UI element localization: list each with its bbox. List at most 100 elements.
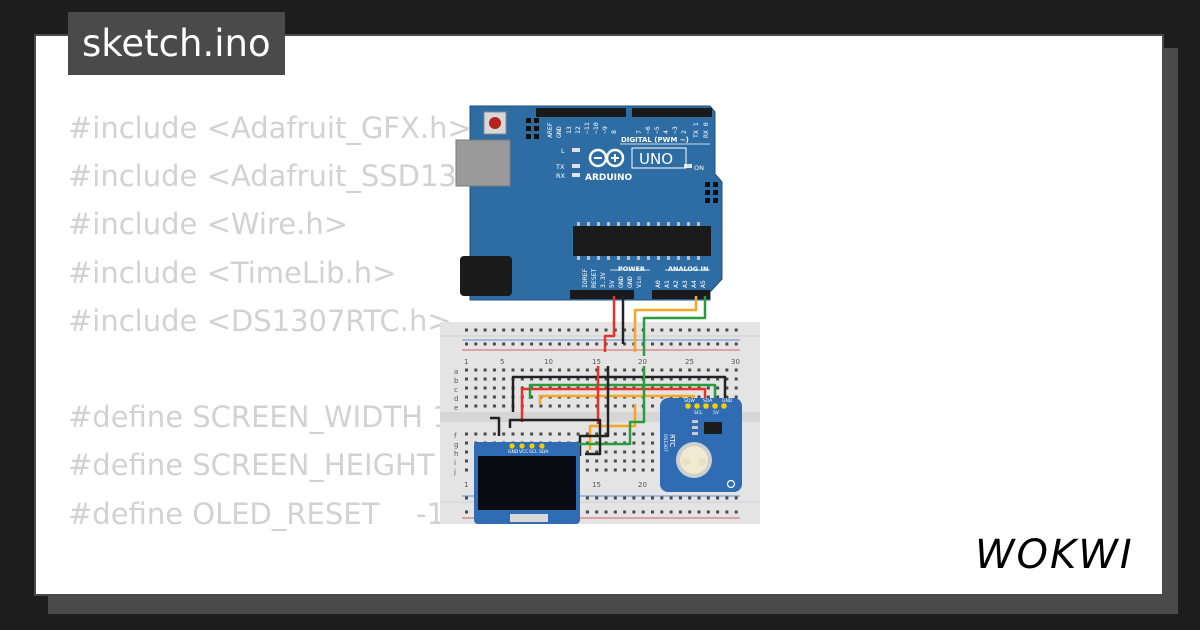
analog-pin-label: A5 [699, 280, 707, 288]
usb-port [455, 139, 511, 187]
breadboard-hole [697, 377, 701, 381]
breadboard-hole [595, 328, 599, 332]
wokwi-brand-text: WOKWI [975, 532, 1134, 578]
breadboard-hole [585, 510, 589, 514]
breadboard-hole [595, 404, 599, 408]
breadboard-hole [595, 468, 599, 472]
breadboard-hole [604, 450, 608, 454]
breadboard-hole [558, 404, 561, 408]
rx-led-label: RX [556, 172, 566, 180]
breadboard-hole [595, 342, 599, 346]
digital-header [536, 108, 626, 117]
breadboard-hole [539, 404, 543, 408]
breadboard-hole [706, 328, 710, 332]
breadboard-hole [585, 368, 589, 372]
breadboard-hole [567, 342, 571, 346]
breadboard-hole [539, 432, 543, 436]
breadboard-hole [623, 468, 627, 472]
breadboard-hole [465, 404, 468, 408]
arduino-uno-board: AREF GND 13 12 ~11 ~10 ~9 8 7 ~6 ~5 4 ~3… [455, 105, 723, 301]
row-letter: e [454, 404, 458, 412]
breadboard-hole [641, 432, 645, 436]
oled-pin-label: VCC [519, 449, 528, 455]
breadboard-hole [623, 496, 627, 500]
breadboard-hole [725, 342, 729, 346]
breadboard-hole [483, 386, 487, 390]
breadboard-hole [585, 432, 589, 436]
tx-led-label: TX [555, 163, 565, 171]
row-letter: c [454, 386, 458, 394]
breadboard-hole [725, 328, 729, 332]
breadboard-hole [716, 386, 720, 390]
breadboard-hole [716, 510, 720, 514]
breadboard-hole [651, 441, 654, 445]
breadboard-hole [734, 368, 738, 372]
breadboard-hole [474, 395, 478, 399]
breadboard-hole [530, 404, 534, 408]
breadboard-hole [613, 459, 617, 463]
analog-pin-label: A2 [672, 280, 680, 288]
digital-pin-label: ~10 [592, 122, 600, 134]
breadboard-hole [623, 368, 627, 372]
breadboard-hole [604, 496, 608, 500]
breadboard-hole [576, 377, 580, 381]
breadboard-hole [697, 368, 701, 372]
breadboard-hole [511, 342, 515, 346]
breadboard-hole [734, 386, 738, 390]
breadboard-hole [660, 496, 664, 500]
analog-header [652, 290, 710, 299]
breadboard-hole [613, 468, 617, 472]
breadboard-hole [734, 377, 738, 381]
breadboard-hole [734, 395, 738, 399]
breadboard-hole [725, 368, 729, 372]
breadboard-hole [678, 368, 682, 372]
breadboard-hole [465, 450, 468, 454]
breadboard-hole [706, 386, 710, 390]
breadboard-hole [651, 404, 654, 408]
code-line: #define SCREEN_HEIGHT 64 [68, 448, 481, 483]
breadboard-hole [734, 510, 738, 514]
breadboard-hole [595, 432, 599, 436]
breadboard-hole [492, 368, 496, 372]
breadboard-hole [502, 377, 506, 381]
breadboard-hole [669, 496, 673, 500]
breadboard-hole [474, 404, 478, 408]
breadboard-hole [492, 377, 496, 381]
column-number: 15 [592, 358, 601, 366]
breadboard-hole [623, 328, 627, 332]
breadboard-hole [539, 328, 543, 332]
breadboard-hole [474, 386, 478, 390]
breadboard-hole [623, 342, 627, 346]
breadboard-hole [734, 342, 738, 346]
breadboard-hole [651, 328, 654, 332]
breadboard-hole [632, 510, 636, 514]
breadboard-hole [688, 368, 692, 372]
breadboard-hole [641, 441, 645, 445]
breadboard-hole [697, 395, 701, 399]
breadboard-hole [576, 328, 580, 332]
breadboard-hole [669, 328, 673, 332]
breadboard-hole [558, 342, 561, 346]
arduino-brand-label: ARDUINO [585, 173, 633, 183]
oled-pin-label: SDA [539, 449, 549, 455]
breadboard-hole [678, 328, 682, 332]
circuit-diagram: AREF GND 13 12 ~11 ~10 ~9 8 7 ~6 ~5 4 ~3… [440, 105, 760, 524]
breadboard-hole [548, 432, 552, 436]
wire-a5 [642, 296, 707, 356]
breadboard-hole [474, 328, 478, 332]
breadboard-hole [660, 510, 664, 514]
code-line: #include <TimeLib.h> [68, 255, 397, 290]
breadboard-hole [669, 510, 673, 514]
breadboard-hole [613, 510, 617, 514]
breadboard-hole [465, 368, 468, 372]
digital-pin-label: RX 0 [702, 122, 710, 138]
breadboard-hole [520, 432, 524, 436]
column-number: 10 [544, 358, 553, 366]
column-number: 15 [592, 481, 601, 489]
breadboard-hole [678, 342, 682, 346]
breadboard-hole [660, 342, 664, 346]
power-pin-label: IOREF [581, 268, 589, 288]
code-line: #define OLED_RESET -1 [68, 496, 446, 531]
breadboard-hole [502, 342, 506, 346]
breadboard-hole [492, 342, 496, 346]
